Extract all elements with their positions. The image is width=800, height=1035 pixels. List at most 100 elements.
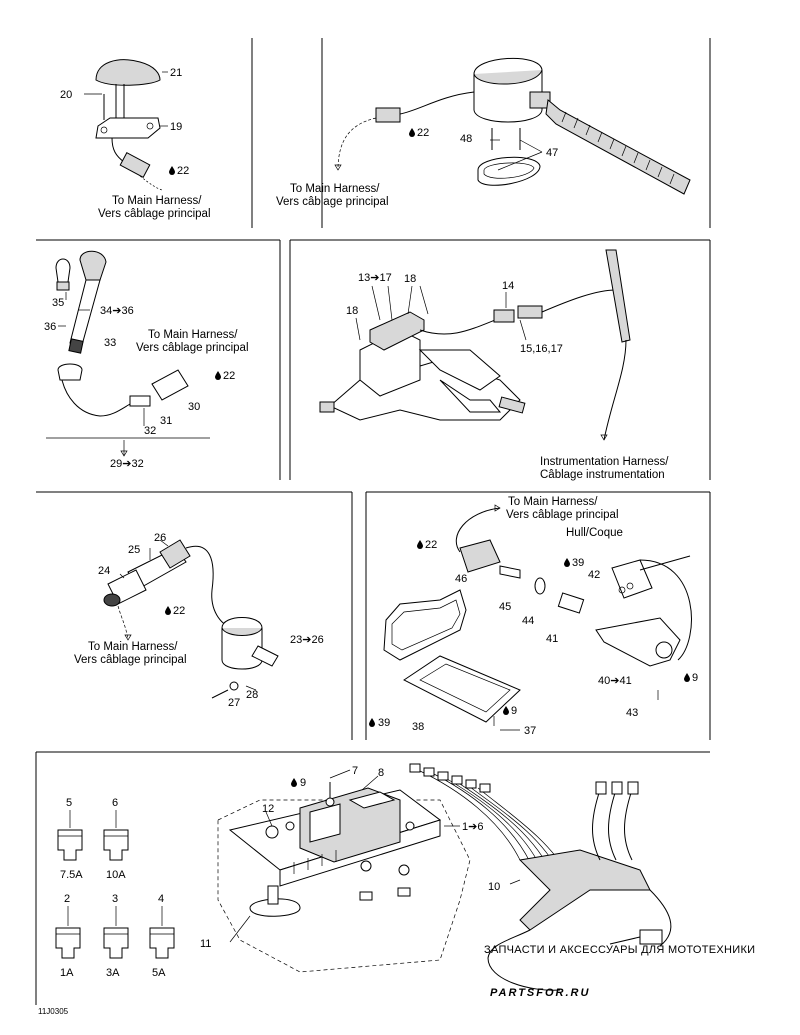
- harness-plug: [639, 929, 663, 945]
- panel-1-sensor: [84, 59, 175, 191]
- label-9-p7: 9: [300, 777, 306, 789]
- caption-to-main-harness-p2: To Main Harness/: [290, 183, 380, 195]
- fuse-5-num: 5: [66, 797, 72, 809]
- caption-hull-coque: Hull/Coque: [566, 527, 623, 539]
- label-37: 37: [524, 725, 536, 737]
- label-38: 38: [412, 721, 424, 733]
- speed-sensor: [221, 617, 263, 670]
- panel-7-fuse-box: [55, 763, 672, 991]
- caption-vers-cablage: Vers câblage principal: [98, 208, 211, 220]
- fuse-3: [103, 927, 129, 959]
- connector-30: [151, 369, 189, 401]
- footer-code: 11J0305: [38, 1007, 69, 1016]
- connector-22: [119, 152, 151, 178]
- label-15-16-17: 15,16,17: [520, 343, 563, 355]
- fuse-5: [57, 829, 83, 861]
- watermark-line-1: ЗАПЧАСТИ И АКСЕССУАРЫ ДЛЯ МОТОТЕХНИКИ: [484, 944, 755, 956]
- actuator-body: [473, 57, 543, 123]
- caption-vers-cablage-p6: Vers câblage principal: [506, 509, 619, 521]
- label-9-p6b: 9: [511, 705, 517, 717]
- label-31: 31: [160, 415, 172, 427]
- fuse-4-rating: 5A: [152, 967, 166, 979]
- fuse-6-rating: 10A: [106, 869, 126, 881]
- caption-instrumentation-harness: Instrumentation Harness/: [540, 456, 669, 468]
- clamp-ring: [477, 156, 541, 186]
- label-14: 14: [502, 280, 514, 292]
- caption-vers-cablage-p2: Vers câblage principal: [276, 196, 389, 208]
- label-41: 41: [546, 633, 558, 645]
- gasket-plate: [383, 589, 467, 661]
- harness-connectors: [409, 763, 491, 793]
- fuse-4: [149, 927, 175, 959]
- panel-6-switch: [369, 504, 692, 731]
- connector-22b: [375, 107, 401, 123]
- label-8: 8: [378, 767, 384, 779]
- harness-sleeve: [518, 849, 651, 931]
- label-32: 32: [144, 425, 156, 437]
- fuse-5-rating: 7.5A: [60, 869, 83, 881]
- caption-to-main-harness: To Main Harness/: [112, 195, 202, 207]
- caption-cablage-instrumentation: Câblage instrumentation: [540, 469, 665, 481]
- label-42: 42: [588, 569, 600, 581]
- watermark-line-2: PARTSFOR.RU: [490, 987, 590, 999]
- bulb: [55, 258, 71, 283]
- caption-to-main-harness-p3: To Main Harness/: [148, 329, 238, 341]
- label-22-p3: 22: [223, 370, 235, 382]
- label-9-p6a: 9: [692, 672, 698, 684]
- label-18a: 18: [404, 273, 416, 285]
- label-21: 21: [170, 67, 182, 79]
- connector-14: [493, 309, 515, 323]
- label-23-26: 23➔26: [290, 634, 324, 646]
- fuse-6: [103, 829, 129, 861]
- label-26: 26: [154, 532, 166, 544]
- label-39b: 39: [378, 717, 390, 729]
- label-22: 22: [177, 165, 189, 177]
- label-30: 30: [188, 401, 200, 413]
- label-36: 36: [44, 321, 56, 333]
- label-22-p6: 22: [425, 539, 437, 551]
- switch-arm: [595, 617, 681, 667]
- label-33: 33: [104, 337, 116, 349]
- caption-to-main-harness-p6: To Main Harness/: [508, 496, 598, 508]
- label-34-36: 34➔36: [100, 305, 134, 317]
- label-35: 35: [52, 297, 64, 309]
- caption-vers-cablage-p5: Vers câblage principal: [74, 654, 187, 666]
- fuse-box: [299, 787, 401, 863]
- label-45: 45: [499, 601, 511, 613]
- fuse-4-num: 4: [158, 893, 164, 905]
- fuse-3-num: 3: [112, 893, 118, 905]
- label-28: 28: [246, 689, 258, 701]
- fuse-3-rating: 3A: [106, 967, 120, 979]
- instrument-cable: [605, 249, 631, 343]
- cable-conduit: [545, 99, 691, 195]
- label-47: 47: [546, 147, 558, 159]
- fuse-2-rating: 1A: [60, 967, 74, 979]
- label-1-6: 1➔6: [462, 821, 483, 833]
- fuse-2: [55, 927, 81, 959]
- label-43: 43: [626, 707, 638, 719]
- label-7: 7: [352, 765, 358, 777]
- base-11: [249, 898, 301, 917]
- hull-plate: [403, 655, 521, 723]
- label-18b: 18: [346, 305, 358, 317]
- label-24: 24: [98, 565, 110, 577]
- lamp-head: [79, 250, 107, 281]
- label-10: 10: [488, 881, 500, 893]
- panel-2-actuator: [334, 57, 691, 195]
- caption-to-main-harness-p5: To Main Harness/: [88, 641, 178, 653]
- label-11: 11: [200, 938, 211, 950]
- label-19: 19: [170, 121, 182, 133]
- panel-3-light: [46, 250, 221, 457]
- fuse-6-num: 6: [112, 797, 118, 809]
- label-39a: 39: [572, 557, 584, 569]
- connector-46: [459, 539, 501, 573]
- fuse-2-num: 2: [64, 893, 70, 905]
- label-40-41: 40➔41: [598, 675, 632, 687]
- label-44: 44: [522, 615, 534, 627]
- label-22-p2: 22: [417, 127, 429, 139]
- label-29-32: 29➔32: [110, 458, 144, 470]
- caption-vers-cablage-p3: Vers câblage principal: [136, 342, 249, 354]
- sensor-cap: [95, 59, 161, 86]
- label-12: 12: [262, 803, 274, 815]
